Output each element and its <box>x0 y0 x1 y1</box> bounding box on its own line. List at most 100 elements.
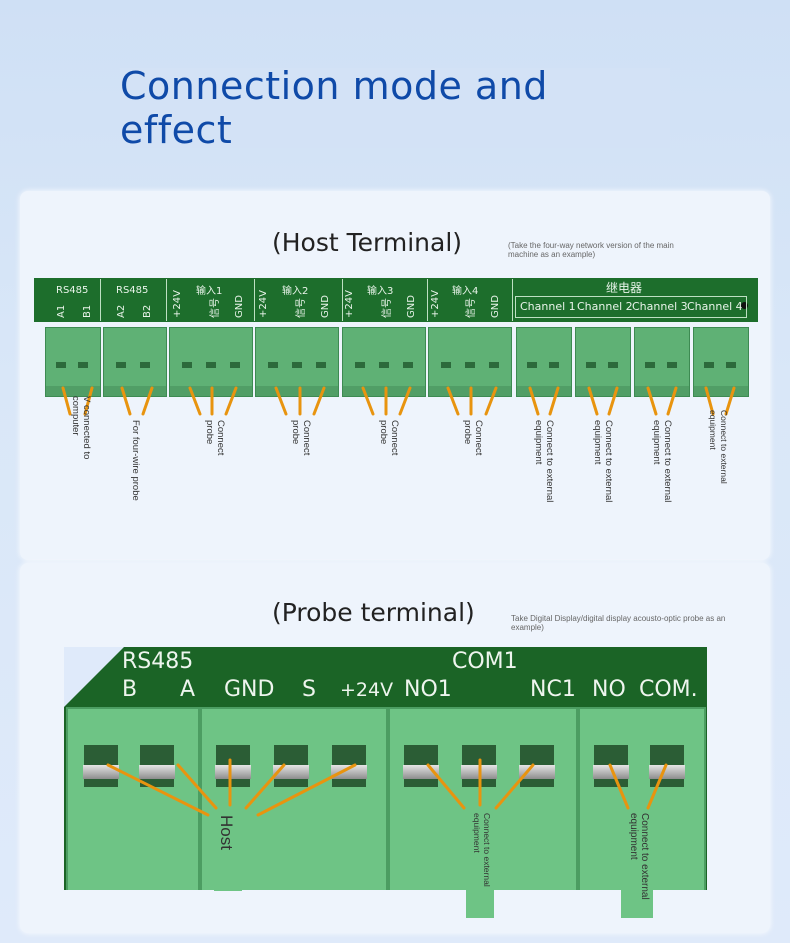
pcb-pin-a1: A1 <box>56 304 67 318</box>
pcb-relay-title: 继电器 <box>606 281 643 295</box>
pcb-input1-24v: +24V <box>172 290 183 318</box>
terminal-slot <box>268 362 278 368</box>
terminal-block-channel-2 <box>575 327 631 397</box>
terminal-slot <box>465 362 475 368</box>
pcb-channel-4: Channel 4 <box>687 300 743 313</box>
label-external-1: Connect to external equipment <box>533 420 555 503</box>
terminal-screw <box>139 765 175 779</box>
terminal-slot <box>140 362 150 368</box>
external-tag-1: Connect to external equipment <box>466 805 494 918</box>
label-external-3: Connect to external equipment <box>651 420 673 503</box>
terminal-screw <box>649 765 685 779</box>
terminal-slot <box>549 362 559 368</box>
pcb-divider <box>254 279 343 321</box>
probe-board-photo: RS485 COM1 B A GND S +24V NO1 NC1 NO COM… <box>64 647 707 890</box>
terminal-block-input-2 <box>255 327 339 397</box>
terminal-slot <box>527 362 537 368</box>
terminal-slot <box>78 362 88 368</box>
label-external-probe-1: Connect to external equipment <box>472 813 492 887</box>
label-probe-3: Connect probe <box>378 420 400 456</box>
host-tag: Host <box>214 805 242 891</box>
page-title: Connection mode and effect <box>120 64 548 152</box>
probe-terminal-note: Take Digital Display/digital display aco… <box>511 614 726 632</box>
terminal-block-channel-3 <box>634 327 690 397</box>
pcb-input-4: 输入4 <box>452 286 479 297</box>
pcb-input3-signal: 信号 <box>382 298 393 318</box>
terminal-slot <box>704 362 714 368</box>
terminal-slot <box>182 362 192 368</box>
label-probe-1: Connect probe <box>204 420 226 456</box>
pcb-divider <box>100 279 167 321</box>
pcb-pin-b2: B2 <box>142 304 153 318</box>
pcb-channel-2: Channel 2 <box>577 300 633 313</box>
label-probe-2: Connect probe <box>290 420 312 456</box>
terminal-slot <box>116 362 126 368</box>
pcb-divider <box>166 279 255 321</box>
pcb-input-2: 输入2 <box>282 286 309 297</box>
pcb-rs485-2: RS485 <box>116 285 149 296</box>
pcb-input4-24v: +24V <box>430 290 441 318</box>
label-external-2: Connect to external equipment <box>592 420 614 503</box>
photo-a: A <box>180 677 196 702</box>
label-host: Host <box>217 815 236 850</box>
photo-no1: NO1 <box>404 677 452 702</box>
label-computer: V connected to computer <box>70 396 92 460</box>
terminal-slot <box>586 362 596 368</box>
photo-com1: COM1 <box>452 649 518 674</box>
photo-s: S <box>302 677 316 702</box>
title-banner: Connection mode and effect <box>120 64 670 152</box>
pcb-input4-signal: 信号 <box>466 298 477 318</box>
terminal-screw <box>461 765 497 779</box>
probe-terminal-title: (Probe terminal) <box>272 598 475 627</box>
pcb-input1-signal: 信号 <box>210 298 221 318</box>
terminal-screw <box>215 765 251 779</box>
terminal-block-channel-1 <box>516 327 572 397</box>
terminal-screw <box>403 765 439 779</box>
terminal-block-input-4 <box>428 327 512 397</box>
pcb-channel-3: Channel 3 <box>632 300 688 313</box>
pcb-channel-1: Channel 1 <box>520 300 576 313</box>
terminal-slot <box>608 362 618 368</box>
photo-24v: +24V <box>340 679 394 701</box>
pcb-rs485-1: RS485 <box>56 285 89 296</box>
pcb-input1-gnd: GND <box>234 295 245 318</box>
terminal-slot <box>292 362 302 368</box>
pcb-input3-gnd: GND <box>406 295 417 318</box>
photo-com: COM. <box>639 677 698 702</box>
photo-b: B <box>122 677 138 702</box>
photo-gnd: GND <box>224 677 275 702</box>
pcb-input3-24v: +24V <box>344 290 355 318</box>
terminal-screw <box>519 765 555 779</box>
terminal-block-input-3 <box>342 327 426 397</box>
pcb-input2-gnd: GND <box>320 295 331 318</box>
photo-nc1: NC1 <box>530 677 576 702</box>
terminal-slot <box>316 362 326 368</box>
terminal-slot <box>726 362 736 368</box>
photo-no: NO <box>592 677 626 702</box>
terminal-slot <box>489 362 499 368</box>
host-pcb-board: RS485 A1 B1 RS485 A2 B2 输入1 +24V 信号 GND … <box>34 278 758 322</box>
terminal-slot <box>379 362 389 368</box>
pcb-pin-a2: A2 <box>116 304 127 318</box>
terminal-screw <box>593 765 629 779</box>
terminal-block-channel-4 <box>693 327 749 397</box>
pcb-input2-signal: 信号 <box>296 298 307 318</box>
pcb-divider <box>34 279 101 321</box>
terminal-slot <box>56 362 66 368</box>
terminal-slot <box>667 362 677 368</box>
pcb-input-1: 输入1 <box>196 286 223 297</box>
label-external-4: Connect to external equipment <box>708 410 729 484</box>
terminal-block-rs485-1 <box>45 327 101 397</box>
pcb-input2-24v: +24V <box>258 290 269 318</box>
label-four-wire: For four-wire probe <box>130 420 141 501</box>
pcb-pin-b1: B1 <box>82 304 93 318</box>
pcb-divider <box>427 279 513 321</box>
terminal-screw <box>273 765 309 779</box>
terminal-slot <box>441 362 451 368</box>
host-terminal-title: (Host Terminal) <box>272 228 463 257</box>
external-tag-2: Connect to external equipment <box>621 805 653 918</box>
terminal-slot <box>403 362 413 368</box>
relay-channel-box <box>515 296 747 318</box>
terminal-screw <box>83 765 119 779</box>
terminal-screw <box>331 765 367 779</box>
